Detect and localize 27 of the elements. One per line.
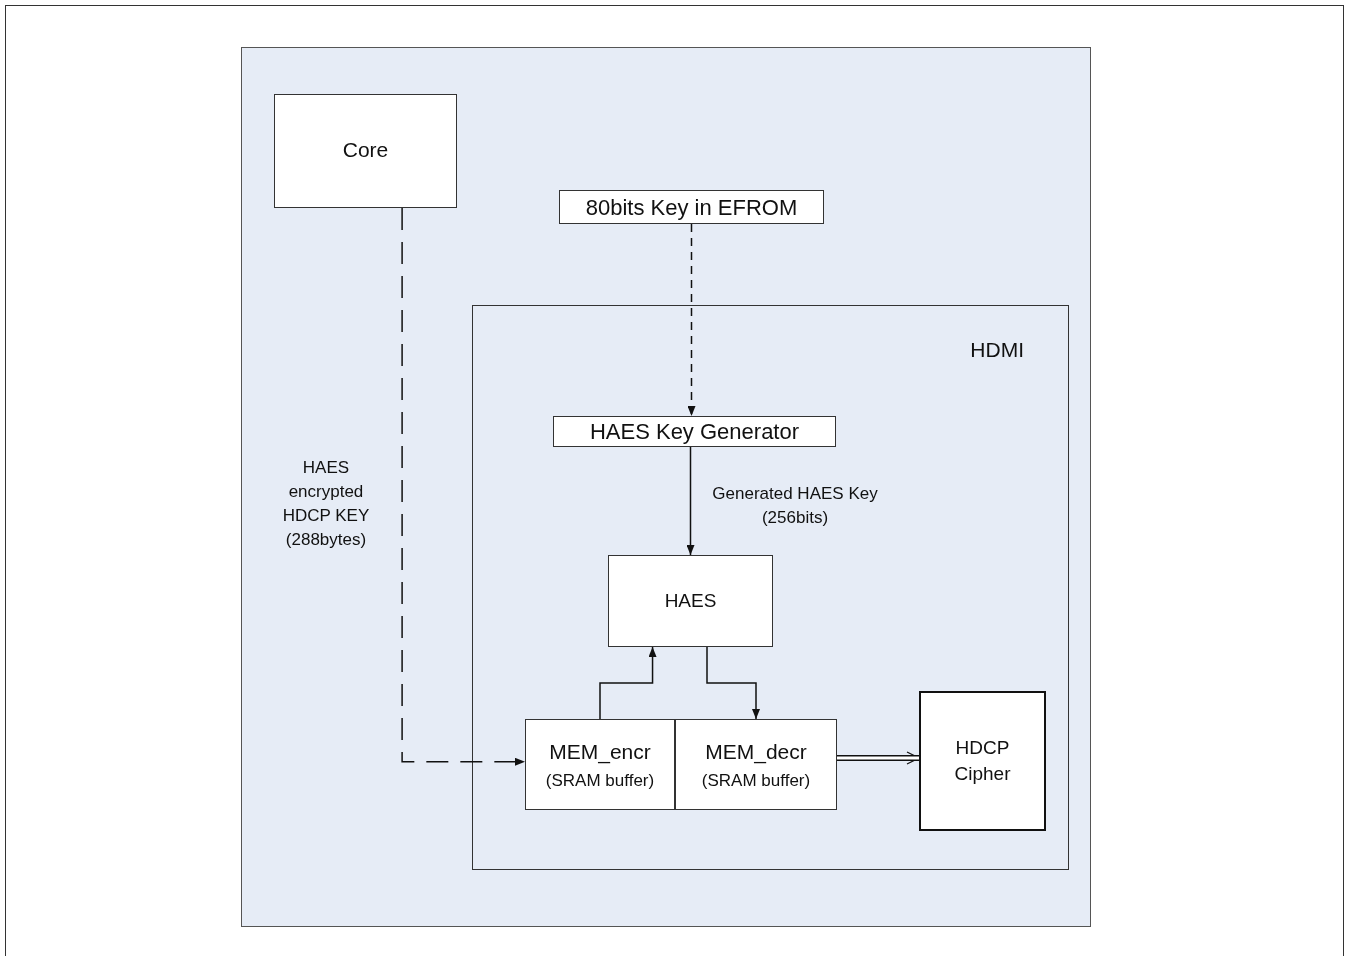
process-box <box>274 94 457 208</box>
node-sublabel: (SRAM buffer) <box>545 769 655 792</box>
node-label: HAES <box>664 588 717 613</box>
node-label: HAES Key Generator <box>589 418 800 446</box>
node-label: 80bits Key in EFROM <box>585 193 798 222</box>
node-label: Core <box>342 137 389 164</box>
node-sublabel: (SRAM buffer) <box>701 769 811 792</box>
edge-label: HAES encrypted HDCP KEY (288bytes) <box>281 457 371 551</box>
process-box <box>919 691 1046 831</box>
node-label: MEM_decr <box>705 739 807 766</box>
group-box <box>472 305 1069 870</box>
node-label: MEM_encr <box>549 739 651 766</box>
arrow <box>687 223 696 417</box>
arrow <box>706 646 760 720</box>
memory-box <box>675 719 837 810</box>
memory-box <box>525 719 675 810</box>
arrow <box>837 751 920 765</box>
arrow <box>686 446 695 556</box>
arrow <box>599 646 657 720</box>
process-box <box>559 190 824 224</box>
node-label: HDMI <box>970 337 1024 363</box>
process-box <box>553 416 836 447</box>
arrow <box>401 207 526 766</box>
edge-label: Generated HAES Key (256bits) <box>711 483 879 529</box>
process-box <box>608 555 773 647</box>
node-label: HDCP Cipher <box>953 736 1012 786</box>
panel-background <box>241 47 1091 927</box>
